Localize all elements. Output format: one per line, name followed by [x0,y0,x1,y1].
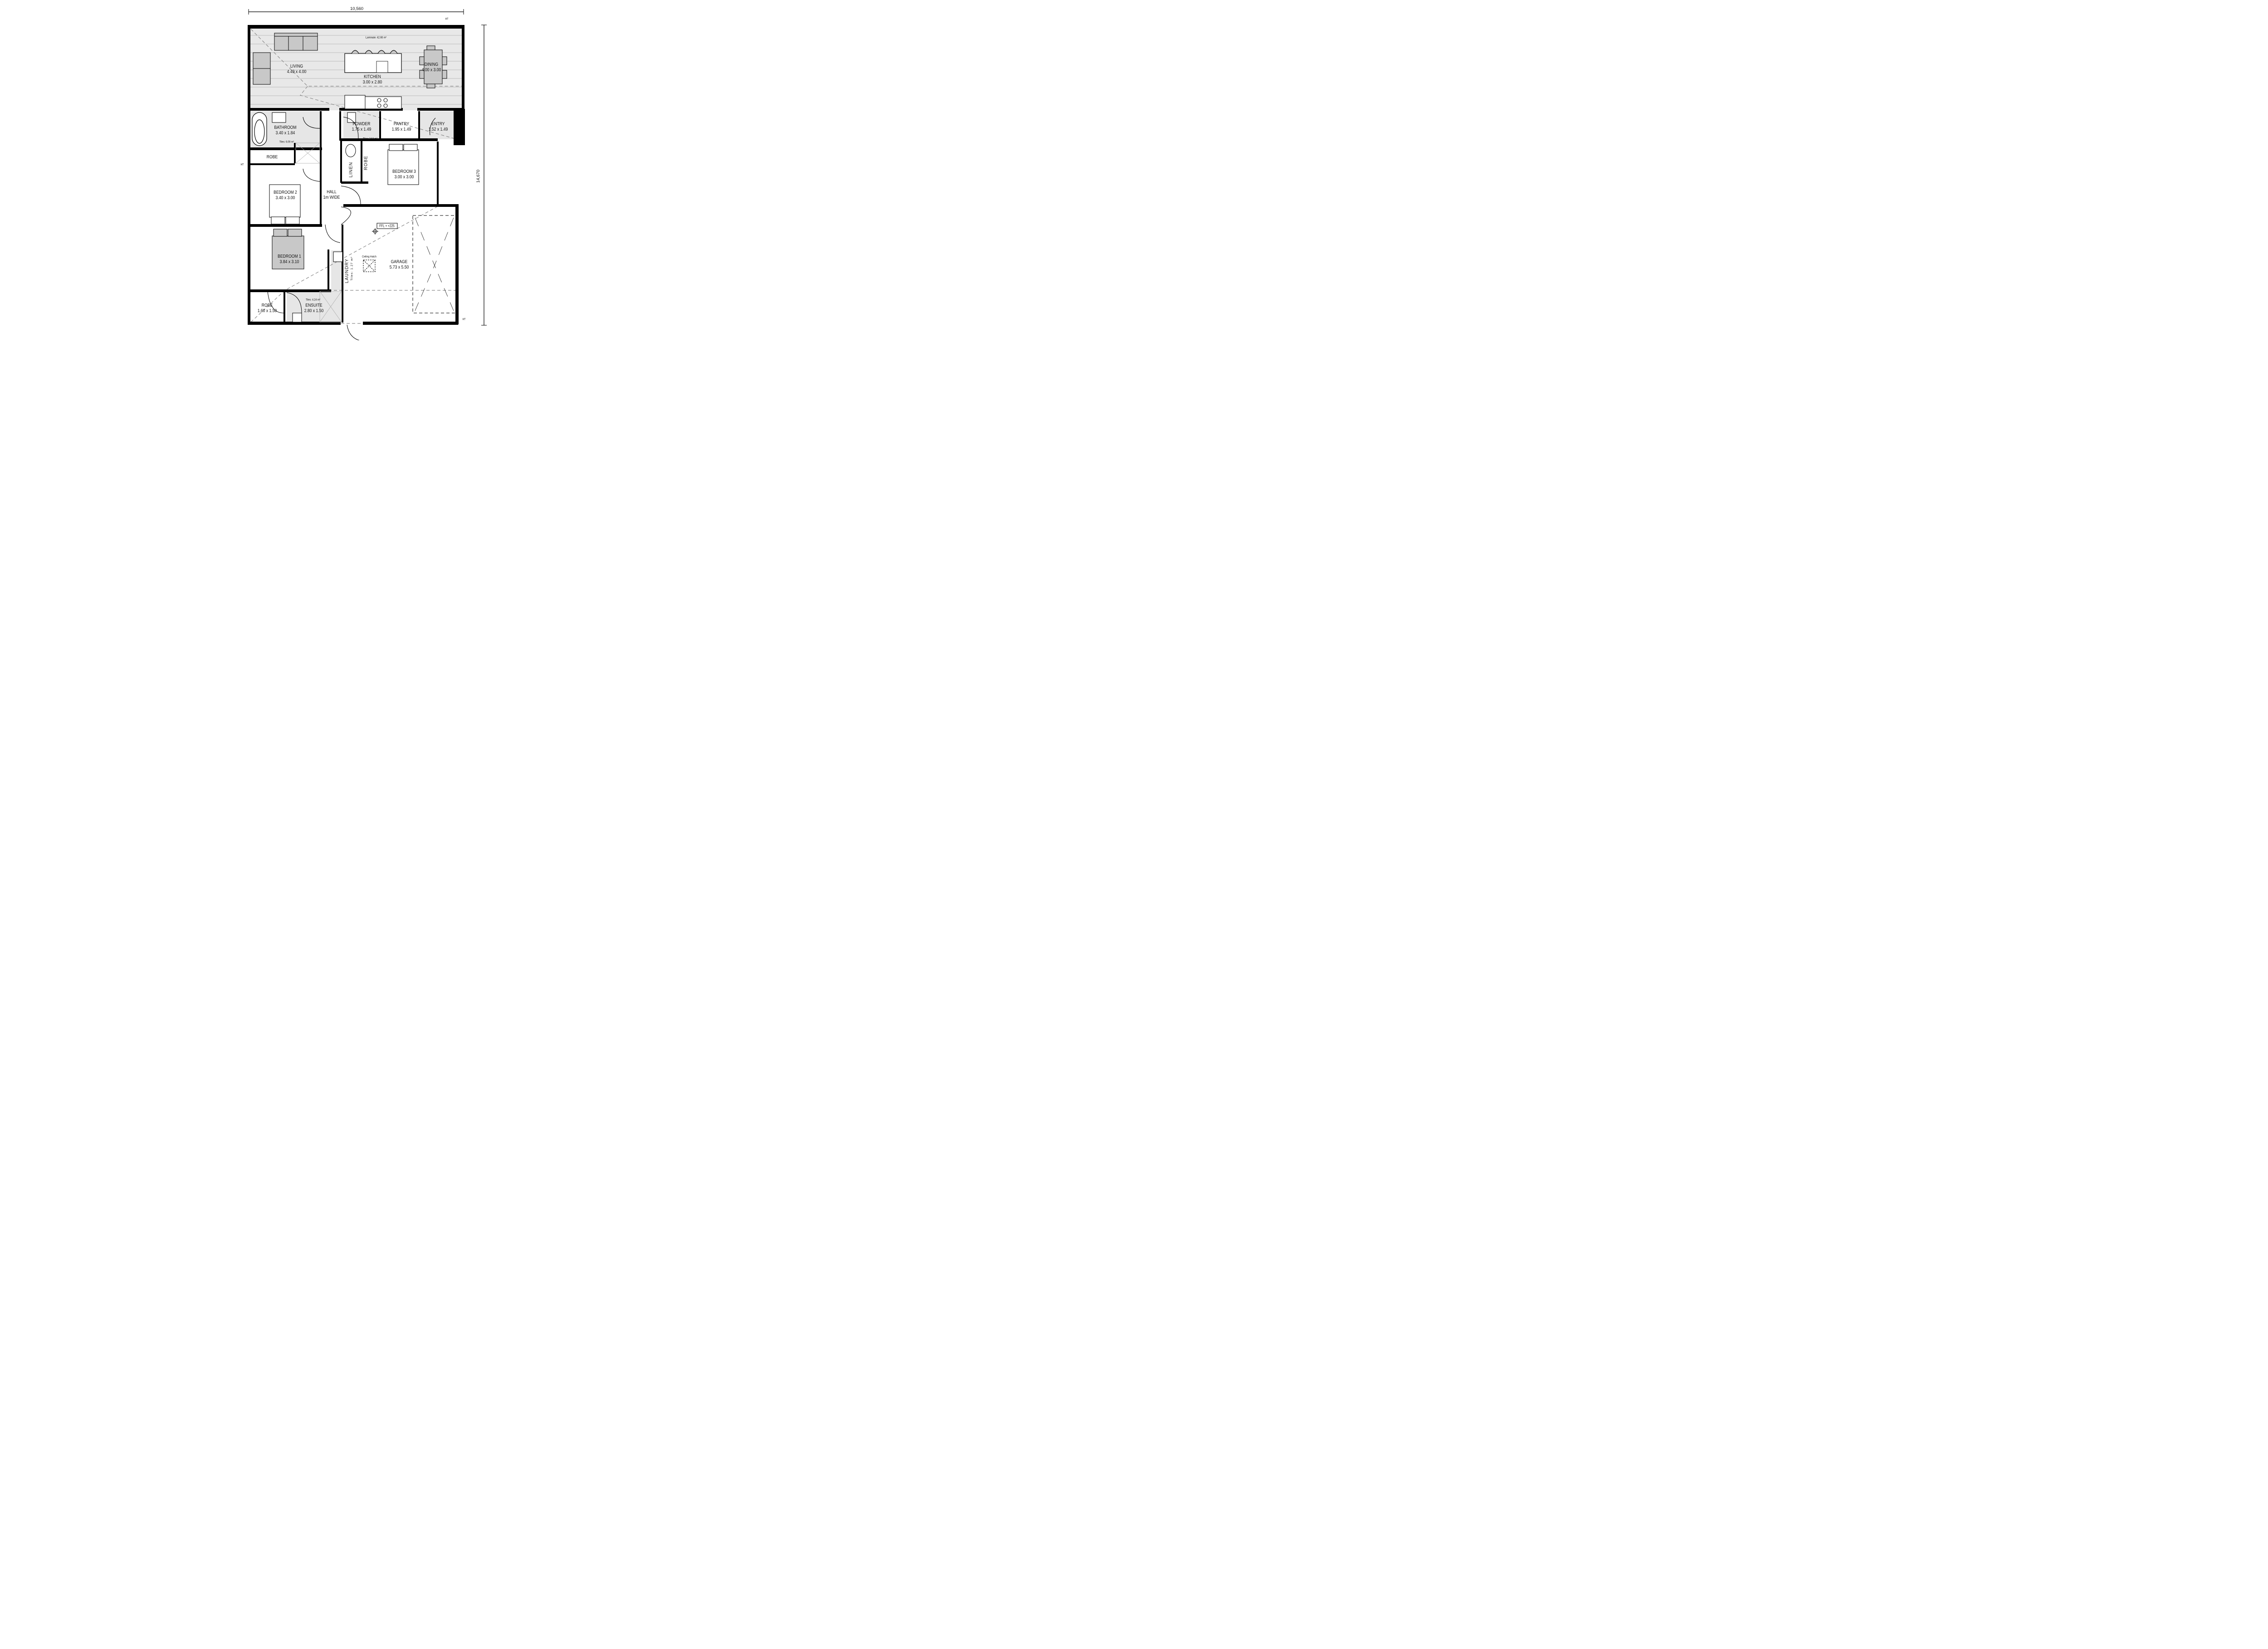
room-name: ENTRY [431,121,445,127]
bathtub [252,112,267,146]
garage-car-lines [415,217,454,311]
room-name: POWDER [352,121,371,127]
room-name: ENSUITE [305,302,323,308]
room-dimension: 3.40 x 1.84 [275,130,295,136]
room-dimension: 3.40 x 3.00 [275,195,295,201]
room-bedroom3: BEDROOM 3 3.00 x 3.00 [392,169,416,180]
room-name: BATHROOM [274,124,297,130]
room-hall: HALL 1m WIDE [323,189,340,200]
room-name: BEDROOM 2 [274,189,297,195]
room-robe-bedroom2: ROBE [267,154,278,160]
bed-bedroom2 [269,184,301,225]
ceiling-hatch-icon [363,259,376,272]
room-name: ROBE [266,154,278,160]
room-dining: DINING 4.00 x 3.00 [422,62,441,73]
room-robe-bedroom3: ROBE [363,155,369,171]
hot-tap-top: HT [445,17,449,21]
room-name: DINING [424,61,439,67]
room-dimension: 3.00 x 3.00 [394,174,414,180]
room-bedroom2: BEDROOM 2 3.40 x 3.00 [274,190,297,201]
room-name: BEDROOM 3 [392,168,416,174]
room-dimension: 1m WIDE [323,195,340,200]
laminate-label: Laminate: 42.66 m² [366,36,386,39]
room-ensuite: ENSUITE 2.80 x 1.50 [304,303,324,313]
room-laundry: LAUNDRY [344,258,350,284]
powder-tiles-label: Tiles: 2.64 m² [362,137,378,141]
hot-tap-bottom: HT [462,318,466,321]
linen-cupboard [345,144,356,157]
room-kitchen: KITCHEN 3.00 x 2.80 [363,74,382,85]
kitchen-island [344,50,402,73]
room-linen: LINEN [348,161,354,178]
laundry-tiles-label: Tiles: 1.27 m² [350,256,354,281]
depth-dimension: 14,670 [476,169,481,183]
ffl-marker-icon [372,223,398,235]
ffl-label: FFL + +225 [379,224,395,228]
room-name: BEDROOM 1 [278,253,301,259]
hot-tap-left: HT [240,163,244,166]
room-living: LIVING 4.49 x 4.00 [287,64,307,74]
room-name: PANTRY [393,121,410,127]
room-dimension: 4.49 x 4.00 [287,69,307,74]
room-dimension: 1.52 x 1.49 [428,127,448,132]
room-powder: POWDER 1.75 x 1.49 [352,121,371,132]
floor-plan [248,9,487,340]
depth-dimension-line [481,24,487,326]
room-dimension: 1.95 x 1.49 [391,127,411,132]
door-swings [267,117,436,340]
room-dimension: 4.00 x 3.00 [421,67,441,73]
sofa [274,33,318,51]
vanity-basins [272,112,356,323]
room-pantry: PANTRY 1.95 x 1.49 [392,121,411,132]
kitchen-bench-cooktop [344,95,402,109]
room-name: ROBE [261,302,273,308]
dining-table [419,45,447,88]
width-dimension: 10,560 [350,6,364,11]
room-dimension: 3.00 x 2.80 [362,79,382,85]
room-robe-bedroom1: ROBE 1.60 x 1.50 [258,303,277,313]
ceiling-hatch-label: Ceiling Hatch [362,255,376,259]
bed-bedroom1 [272,229,304,269]
width-dimension-line [248,9,464,15]
bed-bedroom3 [387,144,419,185]
room-name: GARAGE [391,259,408,264]
room-dimension: 1.75 x 1.49 [352,127,371,132]
room-dimension: 5.73 x 5.50 [389,264,409,270]
room-bathroom: BATHROOM 3.40 x 1.84 [274,125,296,136]
room-entry: ENTRY 1.52 x 1.49 [429,121,448,132]
bathroom-tiles-label: Tiles: 6.09 m² [279,140,294,144]
armchair-sofa [253,52,271,85]
entry-tiles [420,111,454,139]
garage-car-outline [412,215,456,313]
room-name: KITCHEN [364,73,381,79]
room-garage: GARAGE 5.73 x 5.50 [390,259,409,270]
room-name: HALL [327,189,337,195]
ensuite-tiles-label: Tiles: 4.24 m² [305,298,321,302]
room-name: LIVING [290,63,303,69]
room-bedroom1: BEDROOM 1 3.84 x 3.10 [278,254,301,264]
shower [295,142,342,323]
room-dimension: 1.60 x 1.50 [257,308,277,313]
room-dimension: 2.80 x 1.50 [304,308,324,313]
room-dimension: 3.84 x 3.10 [279,259,299,264]
walls [248,25,465,325]
